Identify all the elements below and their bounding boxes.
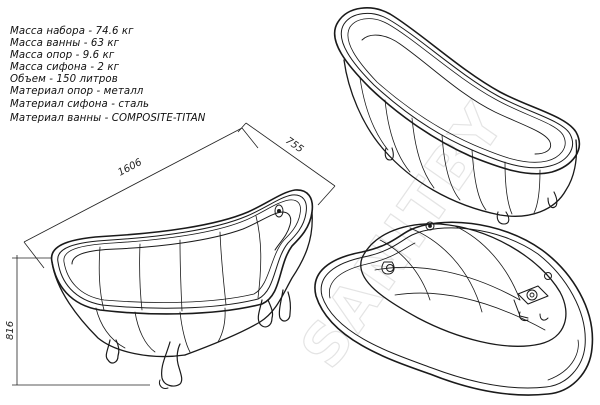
- bathtub-underside-view: [314, 221, 594, 396]
- spec-tub-material: Материал ванны - COMPOSITE-TITAN: [10, 112, 206, 124]
- spec-tub-weight: Масса ванны - 63 кг: [10, 38, 120, 50]
- dimension-width: 755: [283, 135, 305, 155]
- spec-siphon-material: Материал сифона - сталь: [10, 98, 150, 110]
- dimension-length: 1606: [116, 157, 144, 179]
- dimension-height: 816: [5, 321, 16, 340]
- spec-set-weight: Масса набора - 74.6 кг: [10, 26, 134, 37]
- spec-feet-material: Материал опор - металл: [10, 86, 144, 98]
- spec-siphon-weight: Масса сифона - 2 кг: [10, 62, 120, 74]
- bathtub-perspective-view: [333, 7, 581, 225]
- spec-feet-weight: Масса опор - 9.6 кг: [10, 50, 115, 62]
- dimension-lines: [12, 122, 336, 386]
- bathtub-main-view: [50, 189, 314, 389]
- spec-volume: Объем - 150 литров: [10, 74, 118, 86]
- specifications-list: Масса набора - 74.6 кг Масса ванны - 63 …: [10, 26, 206, 125]
